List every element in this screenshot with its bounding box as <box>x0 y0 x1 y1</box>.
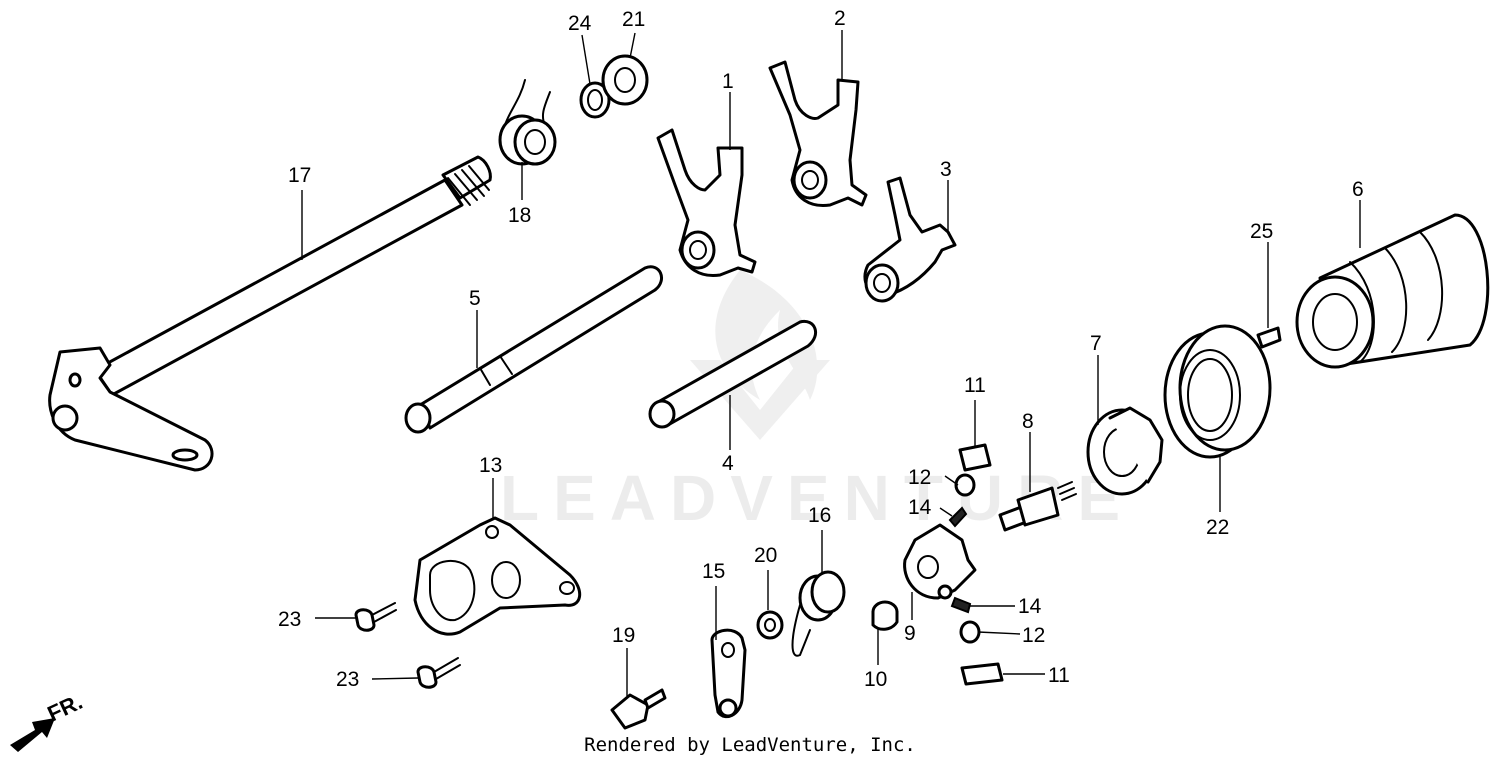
part-24-snap-ring[interactable] <box>579 81 611 119</box>
callout-18: 18 <box>508 204 531 227</box>
callout-14-lower: 14 <box>1018 595 1042 618</box>
callout-2: 2 <box>834 7 846 30</box>
render-credit-footer: Rendered by LeadVenture, Inc. <box>584 734 916 756</box>
part-25-dowel-pin[interactable] <box>1256 326 1282 349</box>
callout-11-lower: 11 <box>1048 664 1070 687</box>
callout-4: 4 <box>722 452 734 475</box>
part-15-link-plate[interactable] <box>710 628 747 719</box>
callout-21: 21 <box>622 8 645 31</box>
part-7-drum-center[interactable] <box>1086 406 1164 496</box>
callout-1: 1 <box>722 70 734 93</box>
callout-labels: 1 2 3 4 5 6 7 8 9 10 11 11 12 12 13 14 1… <box>278 7 1364 691</box>
part-17-shift-shaft[interactable] <box>48 155 492 472</box>
part-22-bearing[interactable] <box>1163 324 1272 459</box>
part-4-fork-shaft[interactable] <box>648 319 818 429</box>
part-19-bolt[interactable] <box>610 688 667 730</box>
callout-25: 25 <box>1250 220 1273 243</box>
callout-23-upper: 23 <box>278 608 301 631</box>
callout-11-upper: 11 <box>964 374 986 397</box>
part-6-shift-drum[interactable] <box>1295 213 1490 369</box>
part-1-shift-fork[interactable] <box>656 128 757 278</box>
callout-17: 17 <box>288 164 311 187</box>
callout-10: 10 <box>864 668 887 691</box>
callout-8: 8 <box>1022 410 1034 433</box>
part-16-spring[interactable] <box>791 570 846 657</box>
part-8-stud-bolt[interactable] <box>998 481 1077 532</box>
part-12-upper-collar[interactable] <box>954 473 976 497</box>
part-2-shift-fork[interactable] <box>768 60 868 208</box>
part-21-washer[interactable] <box>601 54 649 106</box>
callout-23-lower: 23 <box>336 668 359 691</box>
callout-13: 13 <box>479 454 502 477</box>
callout-14-upper: 14 <box>908 496 932 519</box>
callout-12-lower: 12 <box>1022 624 1045 647</box>
callout-5: 5 <box>469 287 481 310</box>
part-13-guide-plate[interactable] <box>413 516 581 636</box>
callout-12-upper: 12 <box>908 466 931 489</box>
callout-16: 16 <box>808 504 831 527</box>
part-20-washer[interactable] <box>756 610 784 640</box>
leader-lines <box>301 30 1361 696</box>
callout-24: 24 <box>568 12 592 35</box>
callout-15: 15 <box>702 560 725 583</box>
part-14-lower-spring[interactable] <box>950 596 972 614</box>
part-18-return-spring[interactable] <box>498 79 557 166</box>
part-3-shift-fork[interactable] <box>863 176 957 303</box>
callout-6: 6 <box>1352 178 1364 201</box>
callout-22: 22 <box>1206 516 1229 539</box>
callout-3: 3 <box>940 158 952 181</box>
part-11-upper-pad[interactable] <box>958 443 992 472</box>
part-12-lower-collar[interactable] <box>959 620 981 644</box>
part-9-stopper-arm[interactable] <box>903 523 977 600</box>
part-5-fork-shaft[interactable] <box>404 265 663 434</box>
callout-9: 9 <box>904 622 916 645</box>
part-11-lower-pad[interactable] <box>960 662 1004 686</box>
part-23-lower-bolt[interactable] <box>416 657 461 689</box>
callout-7: 7 <box>1090 332 1102 355</box>
part-14-upper-spring[interactable] <box>948 506 968 528</box>
part-23-upper-bolt[interactable] <box>354 602 397 632</box>
part-10-collar-bolt[interactable] <box>871 600 899 631</box>
callout-20: 20 <box>754 544 777 567</box>
callout-19: 19 <box>612 624 635 647</box>
